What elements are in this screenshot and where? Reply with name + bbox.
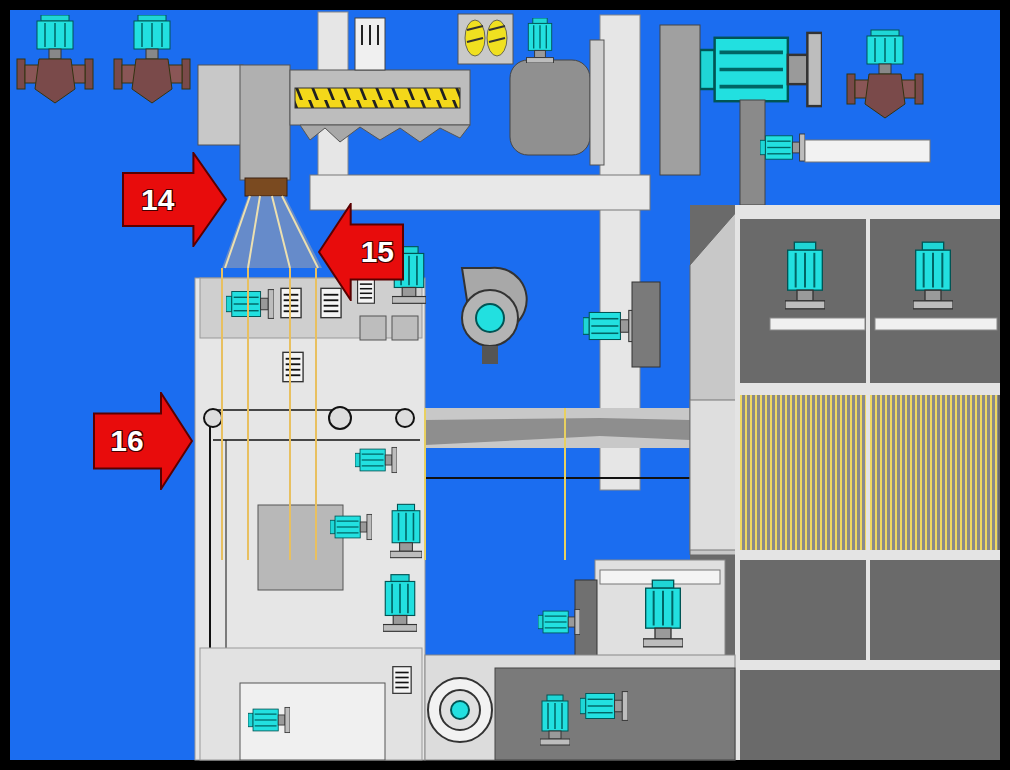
arrow-outline xyxy=(319,204,403,300)
filament-fan xyxy=(222,196,322,268)
filaments xyxy=(222,268,316,560)
callout-arrow: 15 xyxy=(318,203,404,301)
motor xyxy=(583,310,635,341)
arrow-outline xyxy=(123,153,226,246)
callout-number: 16 xyxy=(110,426,143,456)
callout-arrow: 14 xyxy=(122,152,227,247)
extruder xyxy=(198,14,930,205)
arrow-shape xyxy=(122,152,227,247)
conveyor xyxy=(425,560,735,760)
callout-arrow: 16 xyxy=(93,392,193,490)
callout-number: 14 xyxy=(141,185,174,215)
drying-section xyxy=(690,205,1000,760)
cabinet xyxy=(195,247,426,760)
blower xyxy=(462,268,527,364)
tow-band xyxy=(425,408,690,560)
ground xyxy=(10,10,1000,760)
callout-number: 15 xyxy=(361,237,394,267)
arrow-outline xyxy=(94,393,192,489)
bracket xyxy=(632,282,660,367)
hopper xyxy=(458,14,513,64)
